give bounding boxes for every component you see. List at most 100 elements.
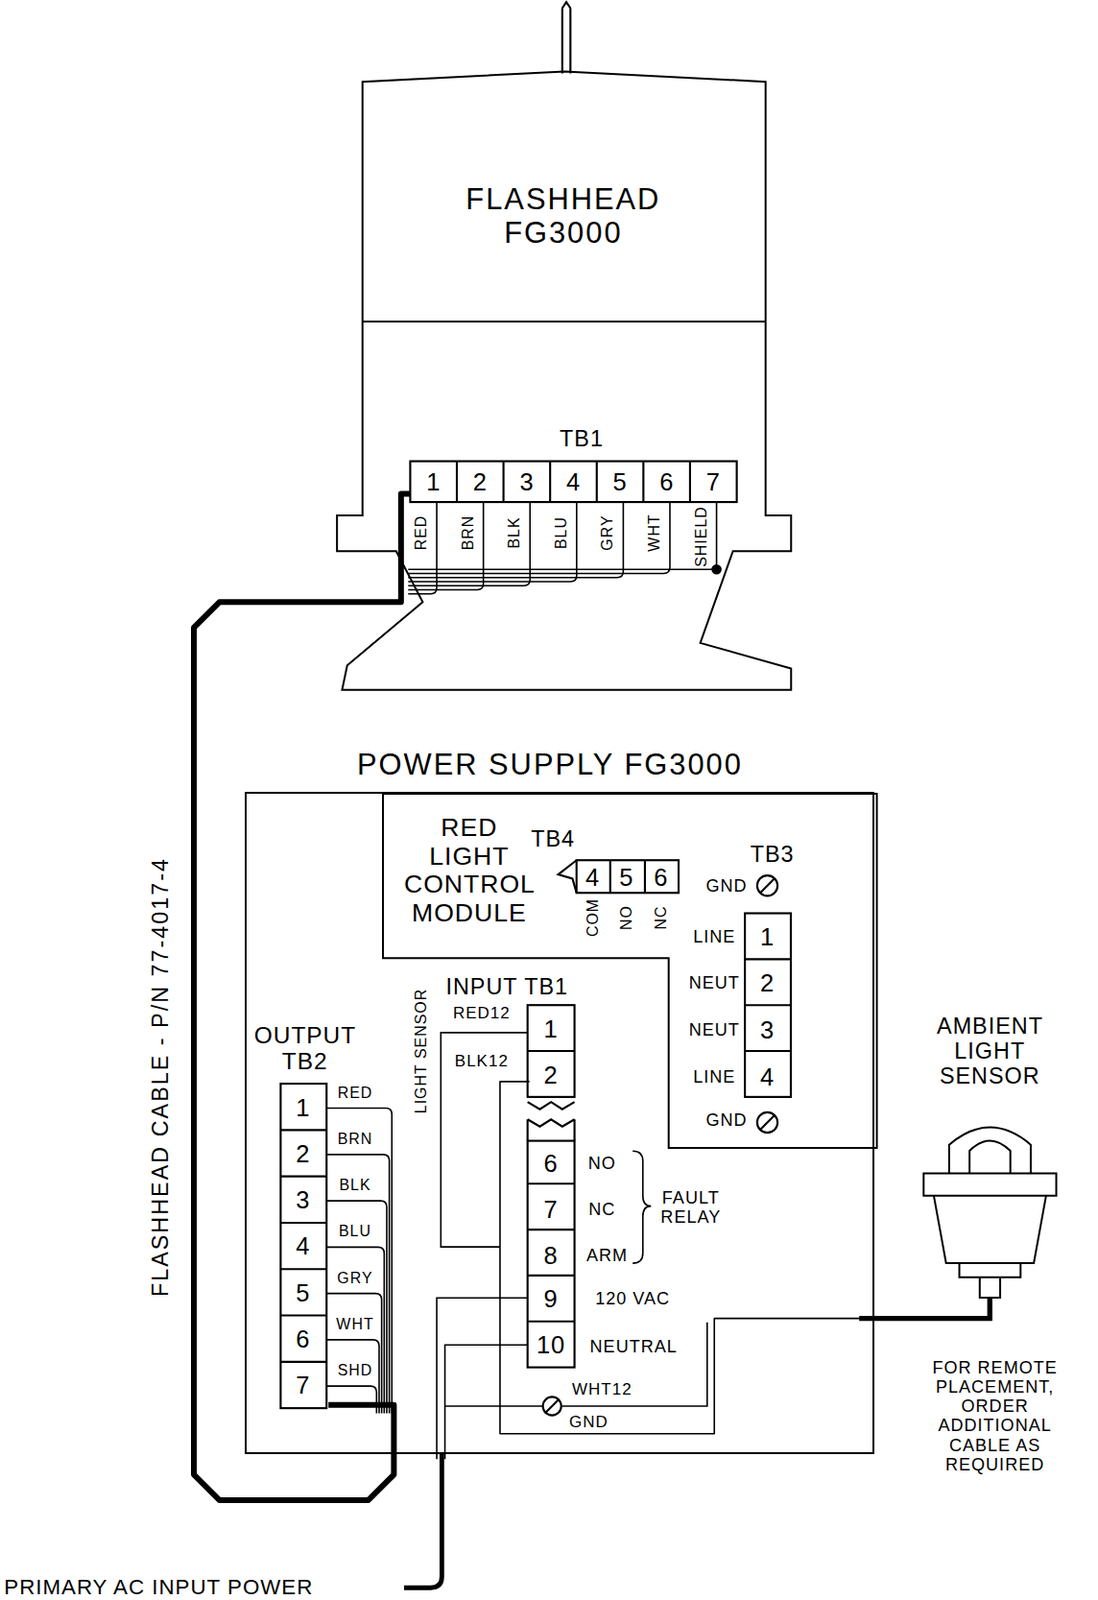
wire (326, 1200, 387, 1413)
wire-label: GRY (599, 514, 618, 550)
wire (642, 461, 645, 503)
terminal-number: 7 (295, 1371, 311, 1400)
light-sensor: AMBIENT LIGHT SENSOR (918, 1004, 1067, 1298)
wire (326, 1385, 377, 1413)
sensor-cable (859, 1297, 990, 1318)
screw-slot (545, 1399, 560, 1414)
node-text: FLASHHEAD FG3000 (465, 184, 661, 251)
wire-label: NC (652, 905, 670, 930)
terminal-number: 6 (653, 863, 669, 892)
node-text: AMBIENT LIGHT SENSOR (936, 1013, 1043, 1090)
wire (407, 501, 670, 573)
outline-shape (382, 793, 878, 1148)
wire-label: GND (569, 1413, 609, 1433)
wire-label: GND (705, 1110, 747, 1130)
wire-label: BLK12 (454, 1051, 509, 1071)
terminal-number: 8 (544, 1241, 559, 1269)
wire-label: BRN (459, 515, 478, 551)
wire (326, 1246, 384, 1413)
wire (280, 1128, 327, 1131)
terminal-cell (409, 461, 737, 503)
wire-label: PRIMARY AC INPUT POWER (3, 1575, 313, 1600)
wire-label: BLK (338, 1176, 371, 1194)
node-text: OUTPUT TB2 (254, 1021, 357, 1075)
terminal-number: 10 (536, 1331, 566, 1360)
terminal-number: 1 (426, 468, 441, 497)
wire (326, 1154, 389, 1414)
wire-label: RED (337, 1084, 374, 1102)
screw-slot (760, 1115, 775, 1130)
wire (280, 1360, 327, 1363)
node-text: INPUT TB1 (445, 974, 569, 1000)
wire-label: LINE (692, 1067, 736, 1087)
wire (436, 1297, 528, 1459)
wire-label: GRY (336, 1269, 373, 1288)
terminal-number: 4 (566, 468, 581, 497)
wire-label: WHT (645, 513, 664, 551)
wire-label: RED12 (453, 1003, 511, 1023)
cable-label: FLASHHEAD CABLE - P/N 77-4017-4 (147, 857, 173, 1297)
wire-label: RED (412, 515, 430, 551)
wire (280, 1267, 327, 1270)
flashhead-housing: FLASHHEAD FG3000TB1 (334, 63, 793, 693)
wire (561, 1322, 708, 1407)
wire (440, 1032, 527, 1247)
wire (445, 1344, 528, 1459)
node-text: POWER SUPPLY FG3000 (357, 748, 743, 783)
terminal-cell (527, 1141, 575, 1368)
block-break (527, 1101, 575, 1141)
cable-connector (500, 1081, 990, 1434)
wire (407, 501, 483, 590)
wire (527, 1050, 575, 1052)
wire-label: NO (588, 1153, 617, 1173)
terminal-number: 3 (760, 1015, 775, 1044)
terminal-number: 2 (295, 1140, 311, 1169)
terminal-cell (576, 859, 679, 893)
outline-shape (923, 1127, 1056, 1299)
wire (280, 1313, 327, 1316)
wiring-group (404, 1, 990, 1588)
outline-shape (336, 71, 791, 690)
wire-label: COM (584, 898, 602, 937)
wire-label: FAULT RELAY (660, 1188, 721, 1227)
bracket (632, 1150, 651, 1264)
terminal-number: 2 (760, 969, 775, 998)
terminal-cell (280, 1083, 327, 1409)
terminal-number: 6 (295, 1325, 311, 1354)
wire-label: BRN (337, 1130, 374, 1148)
wire-label: BLU (338, 1223, 372, 1242)
wire (596, 461, 598, 503)
antenna (562, 1, 572, 73)
wire (527, 1274, 575, 1277)
wire (407, 501, 437, 595)
terminal-cell (744, 913, 791, 1098)
wire-label: BLK (505, 516, 524, 549)
wire (326, 1108, 392, 1414)
cable-connector (193, 494, 410, 1501)
wire-label: 120 VAC (595, 1288, 670, 1309)
wire (455, 461, 458, 503)
terminal-number: 1 (295, 1093, 311, 1122)
terminal-number: 1 (544, 1014, 559, 1043)
terminal-number: 3 (295, 1186, 311, 1215)
wire-label: GND (705, 876, 747, 896)
wire (326, 1293, 382, 1414)
wire-label: NEUTRAL (590, 1336, 678, 1357)
wire (445, 1405, 544, 1408)
wire-label: WHT (335, 1315, 374, 1334)
node-text: TB4 (530, 826, 575, 852)
wire (502, 461, 505, 503)
terminal-number: 5 (613, 468, 628, 497)
wire-label: NEUT (689, 1020, 740, 1040)
terminal-number: 4 (760, 1062, 775, 1091)
wire-label: BLU (552, 516, 571, 549)
node-text: TB3 (750, 841, 795, 867)
shield-dot (712, 565, 721, 574)
terminal-number: 6 (544, 1149, 559, 1178)
wire-label: SHIELD (692, 505, 711, 568)
terminal-number: 4 (295, 1232, 311, 1261)
node-text: TB1 (559, 426, 604, 452)
wire (549, 461, 551, 503)
ground-screw (543, 1396, 562, 1415)
